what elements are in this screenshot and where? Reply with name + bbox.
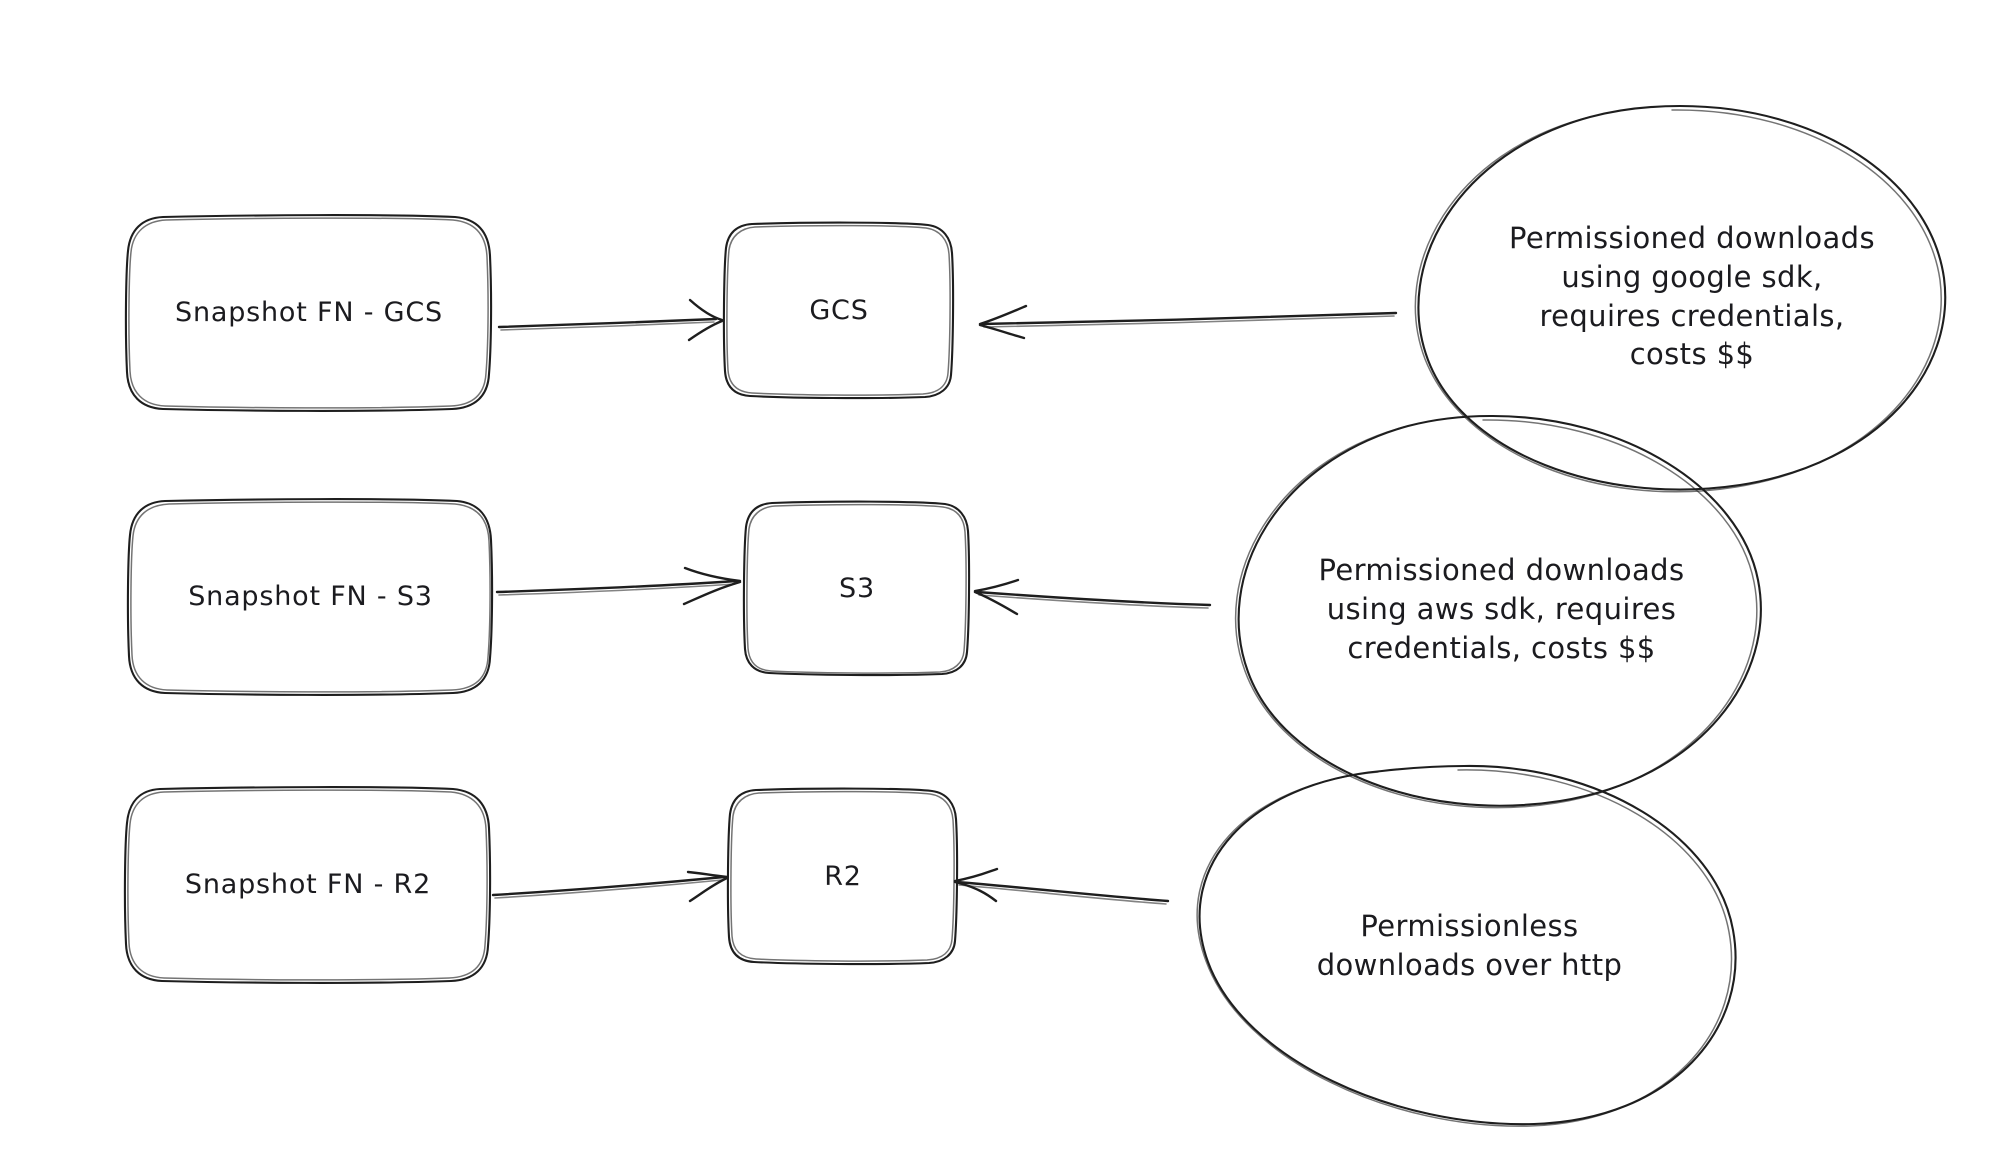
node-shape-r2[interactable] [726,787,959,966]
edge-note-to-s3 [973,578,1212,616]
note-label-note-s3: Permissioned downloads using aws sdk, re… [1245,416,1758,803]
edge-r2-fn-to-r2 [491,870,729,903]
note-gcs-line-3: requires credentials, [1539,298,1845,333]
note-label-note-gcs: Permissioned downloads using google sdk,… [1428,106,1956,487]
node-label-r2: R2 [824,860,862,892]
node-label-gcs: GCS [809,294,869,326]
note-gcs-line-4: costs $$ [1629,337,1755,372]
node-label-snapshot-fn-s3: Snapshot FN - S3 [188,581,433,613]
note-r2-line-2: downloads over http [1316,948,1623,982]
note-shape-note-gcs[interactable] [1414,104,1947,493]
note-s3-line-2: using aws sdk, requires [1326,592,1677,627]
node-label-snapshot-fn-r2: Snapshot FN - R2 [184,869,432,901]
note-shape-note-r2[interactable] [1196,764,1737,1127]
note-label-note-r2: Permissionless downloads over http [1206,766,1733,1126]
edge-gcs-fn-to-gcs [497,298,724,342]
note-gcs-line-2: using google sdk, [1561,259,1823,294]
edge-s3-fn-to-s3 [495,566,742,606]
edge-note-to-gcs [978,304,1398,340]
node-shape-snapshot-fn-gcs[interactable] [124,214,493,412]
note-s3-line-1: Permissioned downloads [1318,553,1685,588]
node-shape-snapshot-fn-r2[interactable] [123,786,492,984]
node-shape-gcs[interactable] [722,221,955,400]
node-label-s3: S3 [839,572,875,604]
note-s3-line-3: credentials, costs $$ [1347,630,1656,665]
node-label-snapshot-fn-gcs: Snapshot FN - GCS [175,297,443,329]
note-r2-line-1: Permissionless [1360,909,1579,944]
edge-note-to-r2 [953,867,1170,905]
note-gcs-line-1: Permissioned downloads [1508,220,1876,255]
note-shape-note-s3[interactable] [1234,414,1762,809]
node-shape-s3[interactable] [742,500,971,677]
node-shape-snapshot-fn-s3[interactable] [126,498,494,696]
